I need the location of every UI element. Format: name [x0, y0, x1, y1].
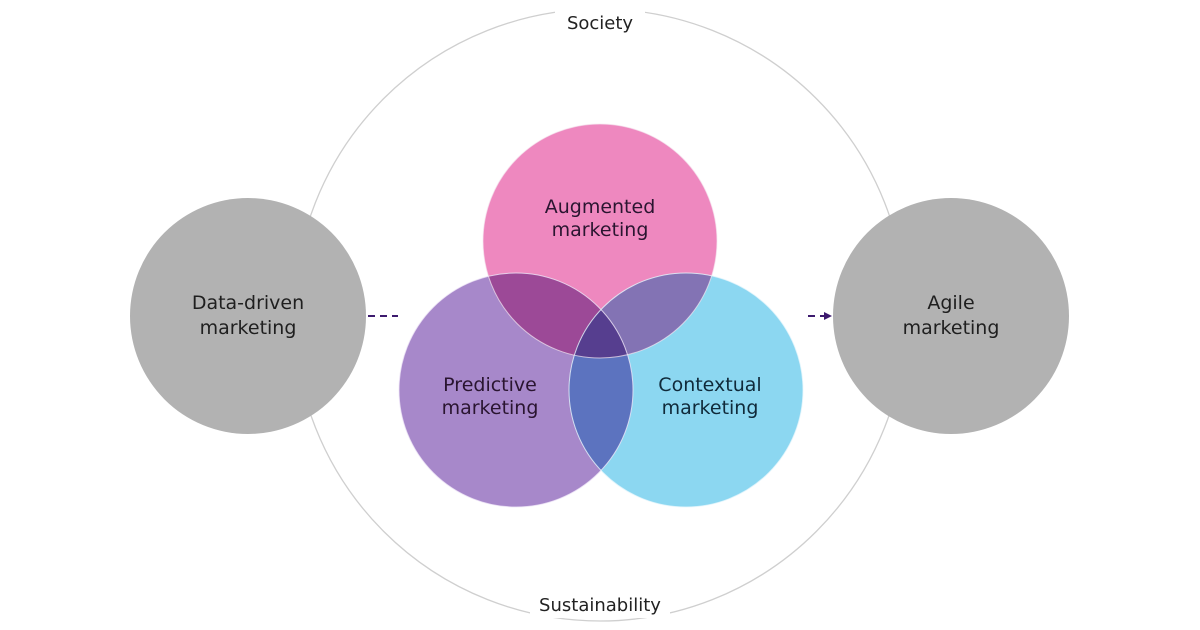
node-agile-marketing: Agile marketing — [833, 198, 1069, 434]
venn-contextual-label-line1: Contextual — [658, 374, 761, 396]
venn-contextual-label-line2: marketing — [662, 397, 759, 419]
venn-group — [398, 123, 804, 508]
node-agile-label-line1: Agile — [927, 292, 974, 314]
node-data-driven-label-line1: Data-driven — [192, 292, 304, 314]
node-data-driven-circle — [130, 198, 366, 434]
venn-augmented-label-line1: Augmented — [545, 196, 656, 218]
venn-predictive-outline — [398, 272, 634, 508]
venn-predictive-label-line1: Predictive — [443, 374, 537, 396]
node-data-driven-marketing: Data-driven marketing — [130, 198, 366, 434]
venn-augmented-label-line2: marketing — [552, 219, 649, 241]
ring-label-society: Society — [567, 13, 633, 34]
ring-label-bg-bottom — [530, 592, 670, 618]
venn-contextual-outline — [568, 272, 804, 508]
node-agile-label-line2: marketing — [903, 317, 1000, 339]
venn-predictive-circle — [399, 273, 633, 507]
ring-label-bg-top — [555, 8, 645, 34]
venn-predictive-label-line2: marketing — [442, 397, 539, 419]
ring-label-sustainability: Sustainability — [539, 595, 661, 616]
venn-contextual-circle — [569, 273, 803, 507]
node-data-driven-label-line2: marketing — [200, 317, 297, 339]
venn-augmented-outline — [482, 123, 718, 359]
node-agile-circle — [833, 198, 1069, 434]
